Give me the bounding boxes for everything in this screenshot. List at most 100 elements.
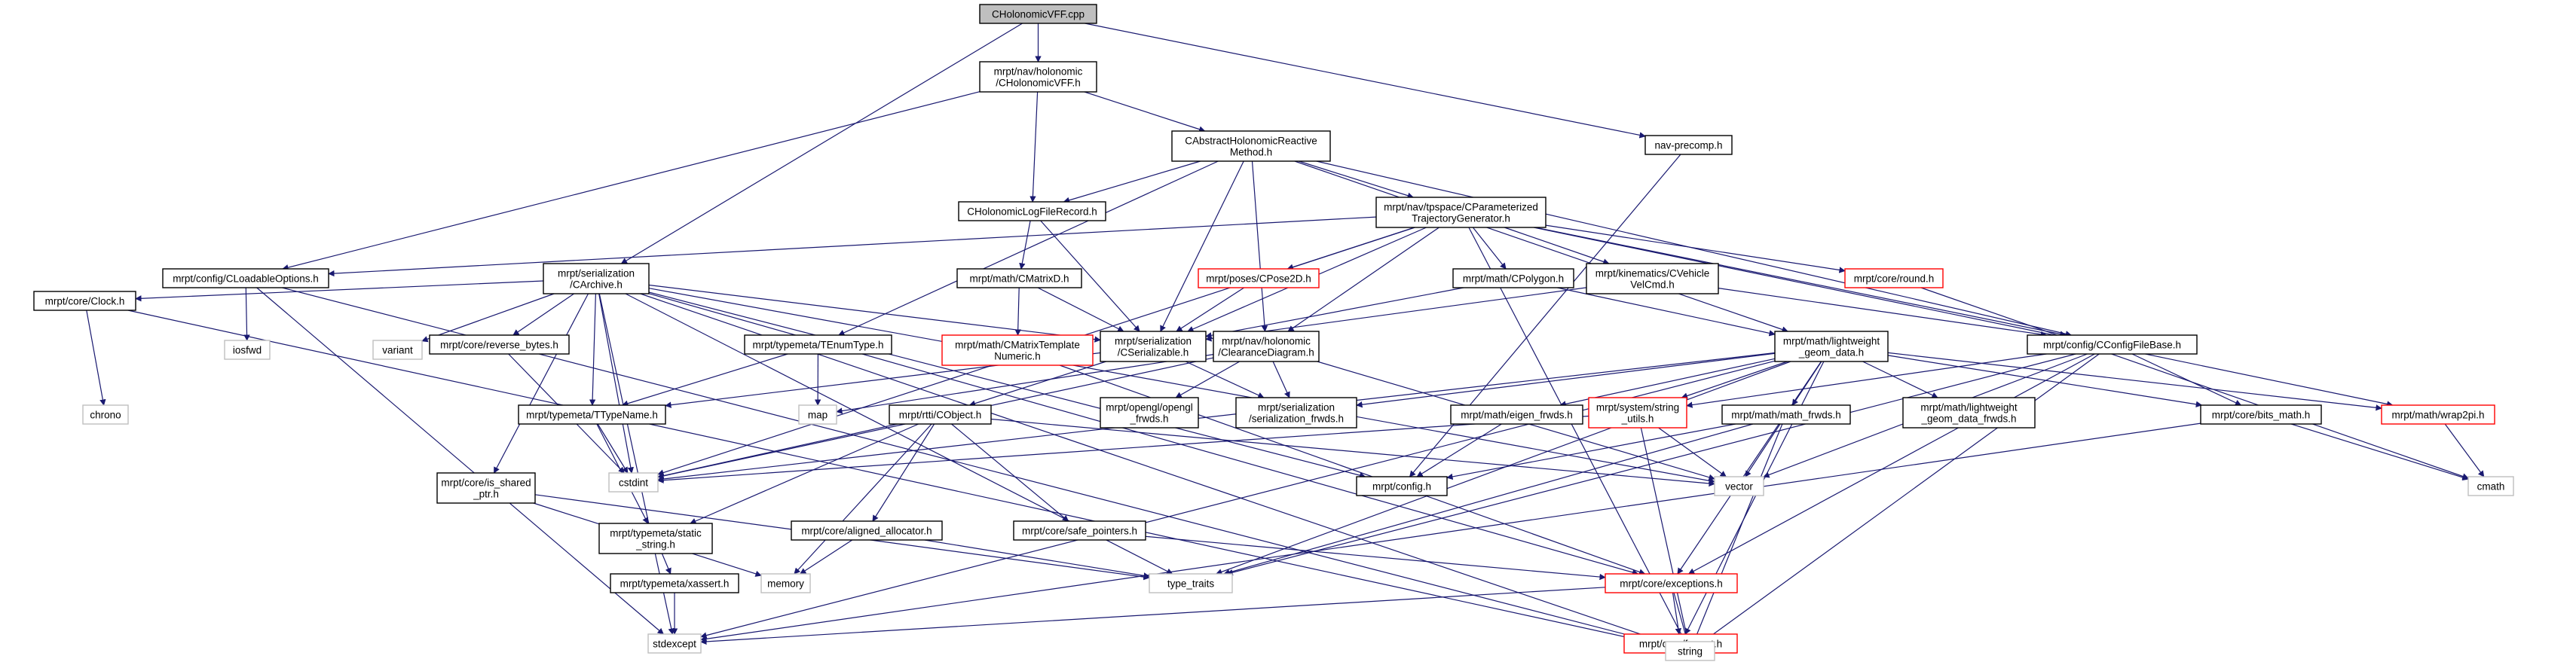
node-round[interactable]: mrpt/core/round.h — [1844, 268, 1944, 288]
edge-cpose2d-to-cserial — [1176, 287, 1245, 332]
node-box — [2381, 404, 2495, 425]
edge-cobject-to-safeptr — [951, 423, 1069, 522]
node-openglfrwds[interactable]: mrpt/opengl/opengl_frwds.h — [1100, 397, 1199, 429]
node-label: cmath — [2477, 481, 2505, 493]
node-label: _ptr.h — [473, 489, 499, 500]
node-wrap2pi[interactable]: mrpt/math/wrap2pi.h — [2381, 404, 2495, 425]
node-cserial[interactable]: mrpt/serialization/CSerializable.h — [1100, 331, 1207, 362]
node-label: chrono — [90, 410, 121, 421]
edge-lwgeom-to-bitsmath — [1887, 355, 2203, 407]
edge-ptg-to-vehvel — [1504, 227, 1610, 265]
node-box — [1149, 573, 1233, 593]
node-label: cstdint — [619, 477, 648, 489]
node-box — [372, 340, 423, 360]
edge-mathfrwds-to-string — [1693, 423, 1783, 642]
node-box — [598, 523, 713, 554]
node-label: mrpt/config/CLoadableOptions.h — [173, 273, 319, 285]
edge-root-to-archive — [620, 23, 1023, 264]
edge-lwgeom-to-strutils — [1681, 361, 1788, 399]
node-revbytes[interactable]: mrpt/core/reverse_bytes.h — [429, 334, 570, 355]
edge-lwgeom-to-wrap2pi — [1887, 352, 2382, 411]
node-safeptr[interactable]: mrpt/core/safe_pointers.h — [1013, 520, 1146, 541]
node-label: /CSerializable.h — [1118, 347, 1189, 358]
node-ptg[interactable]: mrpt/nav/tpspace/CParameterizedTrajector… — [1375, 197, 1547, 228]
edge-ptg-to-clearance — [1287, 227, 1439, 332]
node-enumtype[interactable]: mrpt/typemeta/TEnumType.h — [744, 334, 892, 355]
edge-archive-to-variant — [421, 293, 555, 343]
node-alignalloc[interactable]: mrpt/core/aligned_allocator.h — [791, 520, 943, 541]
edge-lwgeom-to-cstdint — [657, 352, 1776, 483]
node-mathfrwds[interactable]: mrpt/math/math_frwds.h — [1721, 404, 1851, 425]
edge-cobject-to-vector — [990, 418, 1715, 487]
node-box — [82, 404, 129, 425]
dependency-edges — [86, 23, 2485, 654]
edge-cmatrixd-to-cserial — [1037, 287, 1124, 332]
node-staticstr[interactable]: mrpt/typemeta/static_string.h — [598, 523, 713, 554]
node-isshared[interactable]: mrpt/core/is_shared_ptr.h — [436, 472, 536, 504]
node-box — [2467, 476, 2514, 496]
edge-lwgeom-to-serfrwds — [1356, 352, 1776, 408]
edge-archive-to-ttypename — [589, 293, 596, 406]
node-cpolygon[interactable]: mrpt/math/CPolygon.h — [1452, 268, 1574, 288]
edge-archive-to-config — [648, 291, 1366, 479]
node-strutils[interactable]: mrpt/system/string_utils.h — [1588, 397, 1687, 429]
node-loadopts[interactable]: mrpt/config/CLoadableOptions.h — [162, 268, 329, 288]
edge-ttypename-to-cstdint — [597, 423, 629, 474]
node-cobject[interactable]: mrpt/rtti/CObject.h — [889, 404, 992, 425]
node-clock[interactable]: mrpt/core/Clock.h — [33, 291, 136, 311]
edge-hvff-to-absholo — [1084, 91, 1206, 133]
edge-hvff-to-logrec — [1029, 91, 1039, 203]
node-label: _string.h — [635, 539, 675, 551]
node-box — [543, 263, 650, 294]
node-ttypename[interactable]: mrpt/typemeta/TTypeName.h — [518, 404, 666, 425]
node-box — [1235, 397, 1357, 429]
node-lwfrwds[interactable]: mrpt/math/lightweight_geom_data_frwds.h — [1902, 397, 2036, 429]
node-bitsmath[interactable]: mrpt/core/bits_math.h — [2200, 404, 2322, 425]
edge-mathfrwds-to-config — [1446, 423, 1736, 480]
edge-loadopts-to-stdexcept — [256, 287, 664, 635]
edge-archive-to-isshared — [493, 293, 589, 474]
node-label: mrpt/serialization — [1258, 402, 1335, 413]
node-label: /serialization_frwds.h — [1249, 413, 1344, 425]
node-label: mrpt/math/CPolygon.h — [1463, 273, 1564, 285]
node-xassert[interactable]: mrpt/typemeta/xassert.h — [610, 573, 739, 593]
edge-ptg-to-cpolygon — [1472, 227, 1507, 270]
edge-archive-to-cserial — [648, 284, 1101, 343]
node-label: mrpt/nav/holonomic — [994, 66, 1083, 78]
edge-clock-to-chrono — [86, 310, 106, 406]
node-label: TrajectoryGenerator.h — [1412, 213, 1510, 224]
edge-root-to-navprecomp — [1085, 23, 1646, 139]
node-cmatrixd[interactable]: mrpt/math/CMatrixD.h — [956, 268, 1082, 288]
edge-mathfrwds-to-typetraits — [1223, 423, 1754, 575]
node-label: mrpt/core/aligned_allocator.h — [801, 526, 932, 537]
node-archive[interactable]: mrpt/serialization/CArchive.h — [543, 263, 650, 294]
node-navprecomp[interactable]: nav-precomp.h — [1644, 135, 1733, 155]
node-stdexcept: stdexcept — [647, 633, 702, 654]
node-logrec[interactable]: CHolonomicLogFileRecord.h — [958, 201, 1106, 221]
node-box — [791, 520, 943, 541]
node-box — [1588, 397, 1687, 429]
node-string: string — [1665, 641, 1715, 661]
node-config[interactable]: mrpt/config.h — [1356, 476, 1448, 496]
node-box — [956, 268, 1082, 288]
edge-cmatrixd-to-matrixtpl — [1014, 287, 1021, 336]
node-box — [1644, 135, 1733, 155]
node-exceptions[interactable]: mrpt/core/exceptions.h — [1605, 573, 1738, 593]
node-cfgfilebase[interactable]: mrpt/config/CConfigFileBase.h — [2027, 334, 2198, 355]
edge-cserial-to-serfrwds — [1185, 361, 1265, 398]
node-serfrwds[interactable]: mrpt/serialization/serialization_frwds.h — [1235, 397, 1357, 429]
node-label: memory — [767, 578, 804, 590]
node-memory: memory — [760, 573, 811, 593]
node-cpose2d[interactable]: mrpt/poses/CPose2D.h — [1198, 268, 1320, 288]
node-map: map — [798, 404, 837, 425]
node-lwgeom[interactable]: mrpt/math/lightweight_geom_data.h — [1774, 331, 1889, 362]
node-eigenfrwds[interactable]: mrpt/math/eigen_frwds.h — [1450, 404, 1583, 425]
edge-absholo-to-clearance — [1251, 160, 1268, 332]
node-hvff[interactable]: mrpt/nav/holonomic/CHolonomicVFF.h — [979, 61, 1097, 93]
node-box — [1844, 268, 1944, 288]
node-clearance[interactable]: mrpt/nav/holonomic/ClearanceDiagram.h — [1213, 331, 1320, 362]
node-label: CHolonomicVFF.cpp — [992, 9, 1085, 20]
